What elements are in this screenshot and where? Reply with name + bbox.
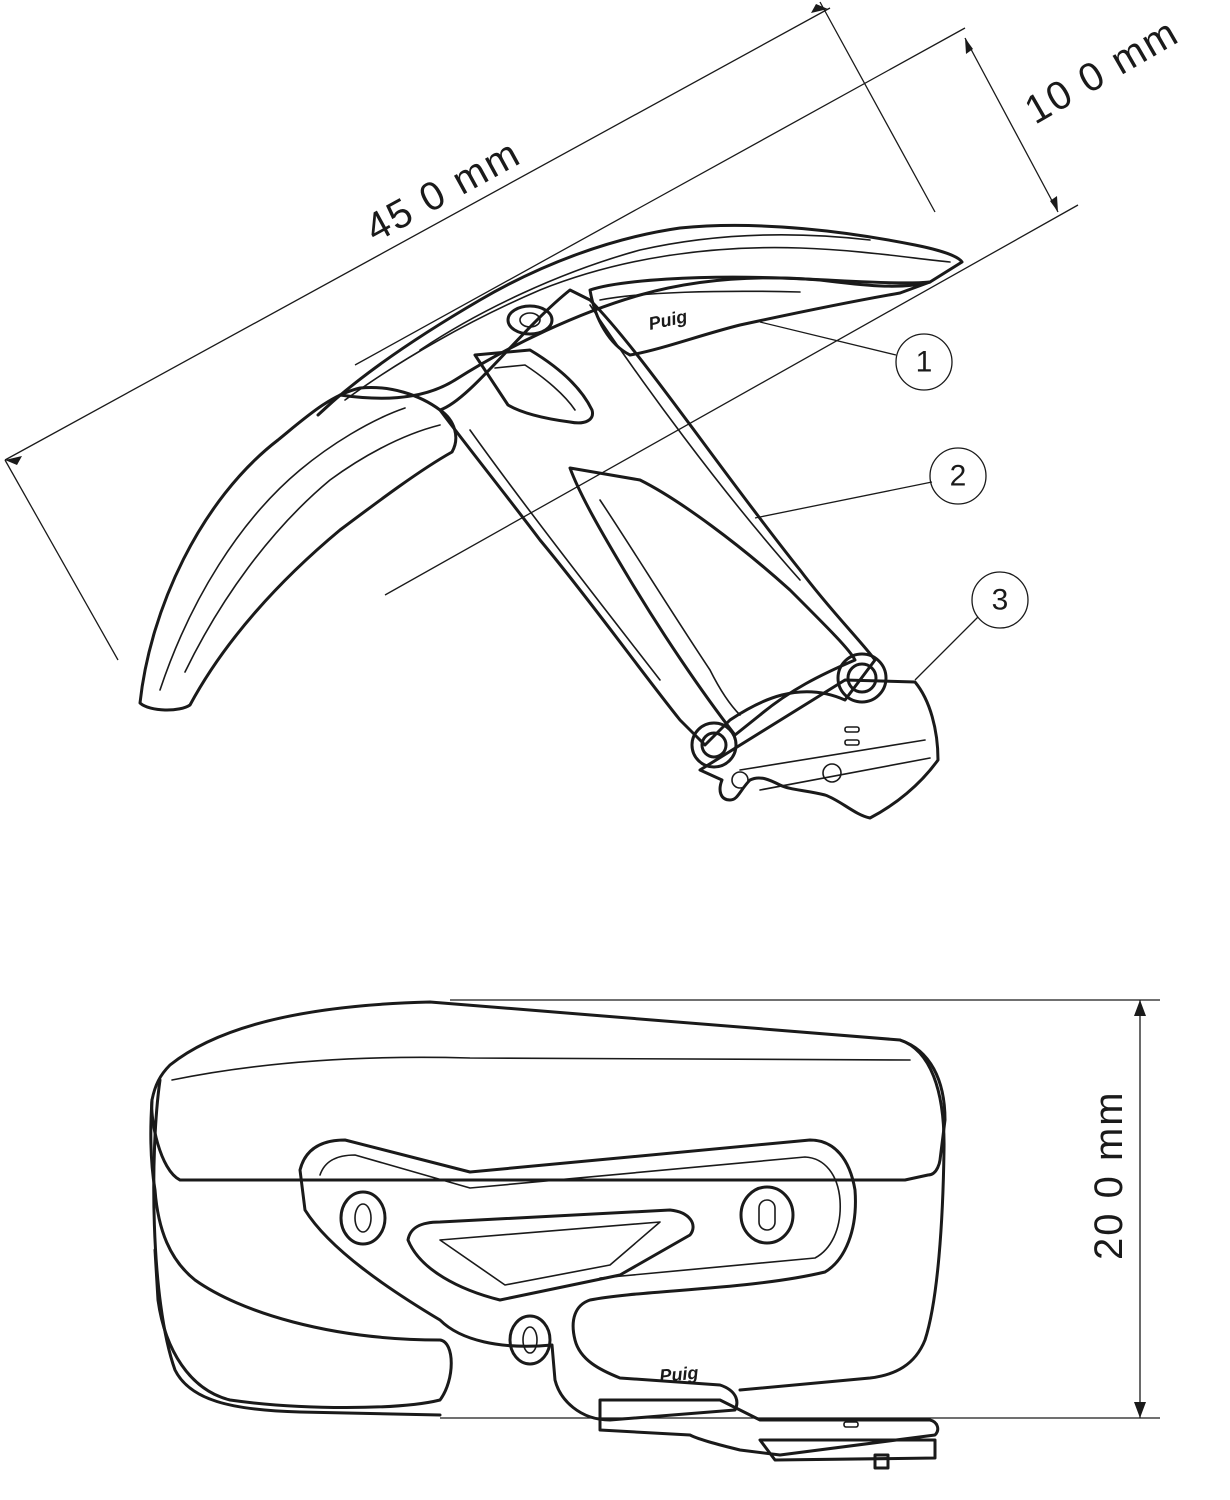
top-slot [406,1208,695,1302]
dimension-width-label: 20 0 mm [1087,1090,1131,1260]
top-bracket-inner [319,1154,841,1279]
arm-ridge-2 [469,429,661,681]
top-bolt-left [339,1190,387,1246]
callout-1-number: 1 [916,346,933,379]
upper-window-inner [494,364,576,411]
pivot-bolt-upper [836,652,888,704]
rear-tip-panel-inner [599,290,801,301]
upper-window [473,348,595,425]
top-shell-right [738,1038,946,1392]
top-bolt-left-inner [354,1203,372,1233]
mounting-plate-edge-1 [739,739,926,771]
pivot-bolt-upper-inner [846,662,878,694]
dimension-height-label: 10 0 mm [1018,10,1187,133]
top-shell-lower [149,1098,453,1409]
callout-3-number: 3 [992,584,1009,617]
fender-top-arch-ridge [419,234,871,351]
top-bolt-lower [508,1314,552,1366]
fender-front-blade-edge [159,407,406,691]
top-foot-plate [598,1398,940,1457]
top-view: Puig 20 0 mm [149,999,1160,1470]
plate-slot-2 [844,739,860,746]
triangle-cutout-inner [599,499,741,716]
brand-logo-top: Puig [659,1363,700,1386]
plate-hole-2 [822,763,842,783]
triangle-cutout [568,466,857,737]
callout-3: 3 [914,571,1029,681]
top-bolt-right [739,1185,795,1245]
arm-ridge-1 [589,304,801,581]
top-bolt [506,304,554,336]
dimension-height: 10 0 mm [354,10,1187,596]
top-shell [150,1000,947,1182]
pivot-bolt-lower-inner [700,731,728,759]
dimension-length-label: 45 0 mm [358,131,528,251]
fender-top-arch-inner [344,246,951,401]
top-bracket [298,1138,857,1422]
mounting-plate-edge-2 [759,757,931,791]
fender-top-arch [316,223,964,417]
fender-front-blade-edge-2 [184,424,441,673]
callout-2-number: 2 [950,460,967,493]
callout-1: 1 [759,321,953,391]
fender-front-blade [138,385,458,712]
top-shell-inner-line [171,1056,911,1081]
rear-tip-panel [588,275,932,357]
top-bolt-right-inner [758,1199,776,1231]
brand-logo-side: Puig [647,306,689,334]
mounting-plate [698,678,940,820]
side-view: Puig 45 0 mm [4,1,1187,820]
top-shell-outline [152,1078,442,1417]
top-foot-plate-lower [758,1438,937,1462]
top-foot-plate-tab [873,1453,890,1470]
callout-2: 2 [754,447,987,519]
pivot-bolt-lower [690,721,738,769]
dimension-width: 20 0 mm [440,999,1160,1419]
top-bolt-lower-inner [522,1326,538,1354]
top-foot-plate-slot [843,1421,859,1428]
plate-hole-1 [731,771,749,789]
plate-slot-1 [844,726,860,733]
top-slot-inner [439,1221,661,1286]
